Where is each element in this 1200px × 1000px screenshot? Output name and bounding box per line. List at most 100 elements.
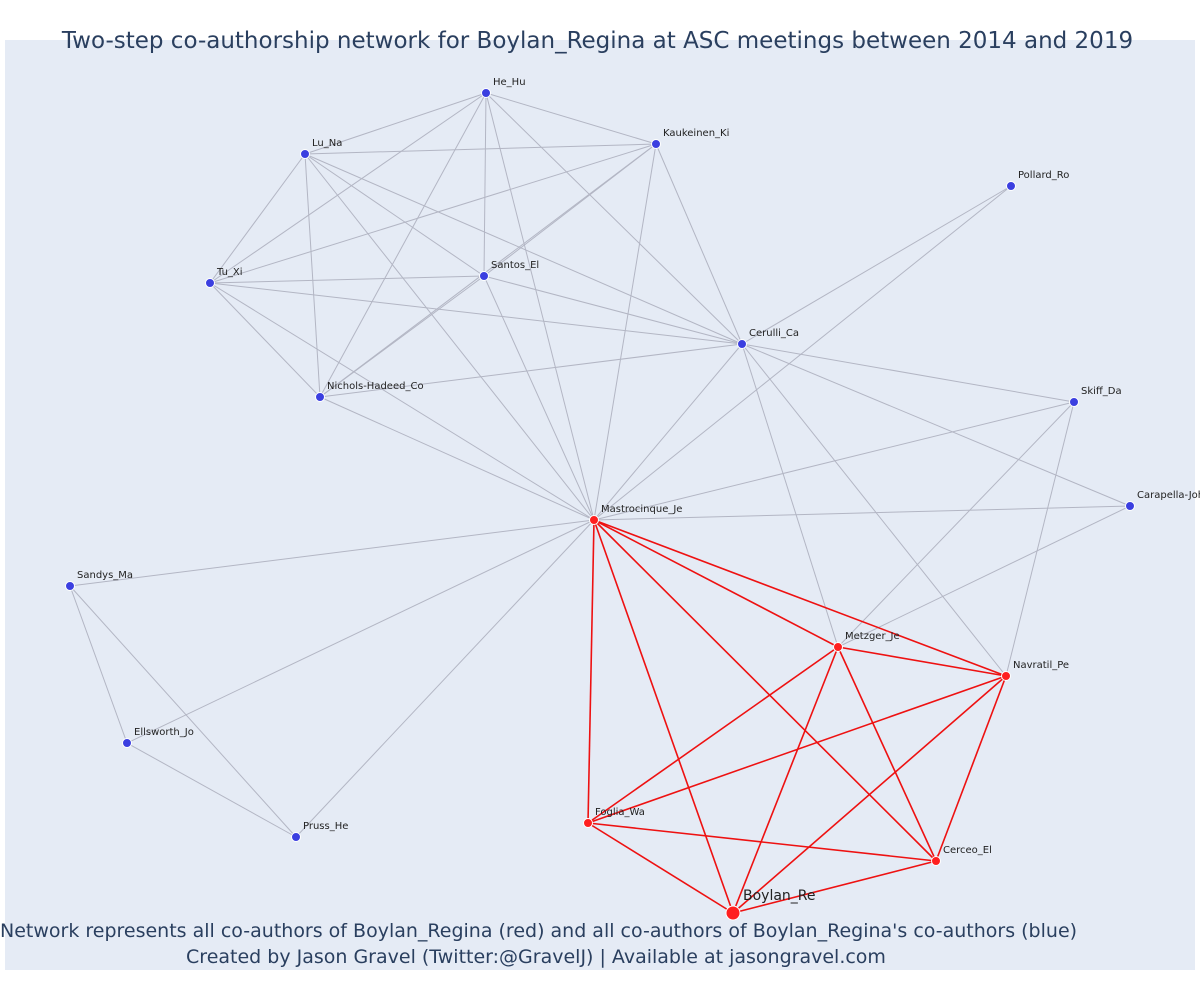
edge-mastrocinque-je-foglia-wa [587, 519, 595, 824]
node-boylan-re[interactable] [725, 905, 741, 921]
edge-mastrocinque-je-navratil-pe [593, 519, 1007, 677]
edge-mastrocinque-je-metzger-je [593, 519, 839, 648]
edge-cerulli-ca-carapella-joh [741, 343, 1131, 507]
edge-he-hu-nichols-hadeed-co [319, 92, 487, 398]
node-cerulli-ca[interactable] [737, 339, 747, 349]
edge-boylan-re-mastrocinque-je [593, 519, 734, 914]
node-label-skiff-da: Skiff_Da [1081, 386, 1122, 397]
edge-nichols-hadeed-co-cerulli-ca [319, 343, 743, 398]
chart-title: Two-step co-authorship network for Boyla… [61, 28, 1134, 54]
node-label-cerceo-el: Cerceo_El [943, 845, 992, 856]
edge-layer [69, 92, 1131, 914]
node-label-lu-na: Lu_Na [312, 138, 342, 149]
node-label-santos-el: Santos_El [491, 260, 539, 271]
edge-sandys-ma-ellsworth-jo [69, 585, 128, 744]
node-layer [65, 88, 1135, 921]
node-label-carapella-joh: Carapella-Joh [1137, 490, 1200, 501]
node-label-navratil-pe: Navratil_Pe [1013, 660, 1069, 671]
node-sandys-ma[interactable] [65, 581, 75, 591]
edge-foglia-wa-cerceo-el [587, 822, 937, 862]
edge-skiff-da-navratil-pe [1005, 401, 1075, 677]
edge-sandys-ma-pruss-he [69, 585, 297, 838]
edge-tu-xi-mastrocinque-je [209, 282, 595, 521]
edge-carapella-joh-mastrocinque-je [593, 505, 1131, 521]
node-label-kaukeinen-ki: Kaukeinen_Ki [663, 128, 729, 139]
edge-nichols-hadeed-co-mastrocinque-je [319, 396, 595, 521]
edge-cerulli-ca-mastrocinque-je [593, 343, 743, 521]
edge-pollard-ro-mastrocinque-je [593, 185, 1012, 521]
node-label-he-hu: He_Hu [493, 77, 526, 88]
edge-cerulli-ca-metzger-je [741, 343, 839, 648]
node-cerceo-el[interactable] [931, 856, 941, 866]
edge-cerulli-ca-pollard-ro [741, 185, 1012, 345]
node-pruss-he[interactable] [291, 832, 301, 842]
edge-carapella-joh-metzger-je [837, 505, 1131, 648]
label-layer: Boylan_Re Mastrocinque_JeMetzger_JeNavrat… [77, 77, 1200, 904]
edge-boylan-re-cerceo-el [732, 860, 937, 914]
edge-lu-na-mastrocinque-je [304, 153, 595, 521]
node-label-boylan-re: Boylan_Re [743, 888, 816, 904]
edge-kaukeinen-ki-tu-xi [209, 143, 657, 284]
node-ellsworth-jo[interactable] [122, 738, 132, 748]
caption: Network represents all co-authors of Boy… [0, 918, 1078, 970]
edge-lu-na-santos-el [304, 153, 485, 277]
node-label-metzger-je: Metzger_Je [845, 631, 900, 642]
edge-metzger-je-navratil-pe [837, 646, 1007, 677]
caption-line-2: Created by Jason Gravel (Twitter:@Gravel… [186, 946, 886, 968]
edge-boylan-re-metzger-je [732, 646, 839, 914]
edge-navratil-pe-cerceo-el [935, 675, 1007, 862]
edge-navratil-pe-foglia-wa [587, 675, 1007, 824]
edge-he-hu-santos-el [483, 92, 487, 277]
node-carapella-joh[interactable] [1125, 501, 1135, 511]
node-label-pruss-he: Pruss_He [303, 821, 348, 832]
edge-skiff-da-metzger-je [837, 401, 1075, 648]
edge-santos-el-nichols-hadeed-co [319, 275, 485, 398]
edge-skiff-da-mastrocinque-je [593, 401, 1075, 521]
node-lu-na[interactable] [300, 149, 310, 159]
edge-kaukeinen-ki-nichols-hadeed-co [319, 143, 657, 398]
node-pollard-ro[interactable] [1006, 181, 1016, 191]
node-he-hu[interactable] [481, 88, 491, 98]
node-label-sandys-ma: Sandys_Ma [77, 570, 133, 581]
node-label-foglia-wa: Foglia_Wa [595, 807, 645, 818]
node-mastrocinque-je[interactable] [589, 515, 599, 525]
edge-lu-na-tu-xi [209, 153, 306, 284]
edge-lu-na-nichols-hadeed-co [304, 153, 321, 398]
edge-pruss-he-mastrocinque-je [295, 519, 595, 838]
edge-he-hu-lu-na [304, 92, 487, 155]
node-label-ellsworth-jo: Ellsworth_Jo [134, 727, 194, 738]
node-label-tu-xi: Tu_Xi [216, 267, 243, 278]
edge-mastrocinque-je-cerceo-el [593, 519, 937, 862]
edge-sandys-ma-mastrocinque-je [69, 519, 595, 587]
node-kaukeinen-ki[interactable] [651, 139, 661, 149]
edge-metzger-je-cerceo-el [837, 646, 937, 862]
edge-ellsworth-jo-pruss-he [126, 742, 297, 838]
edge-boylan-re-foglia-wa [587, 822, 734, 914]
node-metzger-je[interactable] [833, 642, 843, 652]
edge-tu-xi-nichols-hadeed-co [209, 282, 321, 398]
edge-tu-xi-cerulli-ca [209, 282, 743, 345]
node-label-mastrocinque-je: Mastrocinque_Je [601, 504, 682, 515]
edge-lu-na-cerulli-ca [304, 153, 743, 345]
node-nichols-hadeed-co[interactable] [315, 392, 325, 402]
edge-santos-el-cerulli-ca [483, 275, 743, 345]
node-foglia-wa[interactable] [583, 818, 593, 828]
edge-santos-el-mastrocinque-je [483, 275, 595, 521]
edge-lu-na-kaukeinen-ki [304, 143, 657, 155]
edge-cerulli-ca-skiff-da [741, 343, 1075, 403]
caption-line-1: Network represents all co-authors of Boy… [0, 920, 1078, 942]
edge-metzger-je-foglia-wa [587, 646, 839, 824]
edge-ellsworth-jo-mastrocinque-je [126, 519, 595, 744]
node-navratil-pe[interactable] [1001, 671, 1011, 681]
node-tu-xi[interactable] [205, 278, 215, 288]
node-santos-el[interactable] [479, 271, 489, 281]
edge-kaukeinen-ki-cerulli-ca [655, 143, 743, 345]
node-label-cerulli-ca: Cerulli_Ca [749, 328, 799, 339]
edge-he-hu-cerulli-ca [485, 92, 743, 345]
edge-tu-xi-santos-el [209, 275, 485, 284]
node-label-nichols-hadeed-co: Nichols-Hadeed_Co [327, 381, 424, 392]
node-skiff-da[interactable] [1069, 397, 1079, 407]
edge-he-hu-kaukeinen-ki [485, 92, 657, 145]
edge-he-hu-mastrocinque-je [485, 92, 595, 521]
